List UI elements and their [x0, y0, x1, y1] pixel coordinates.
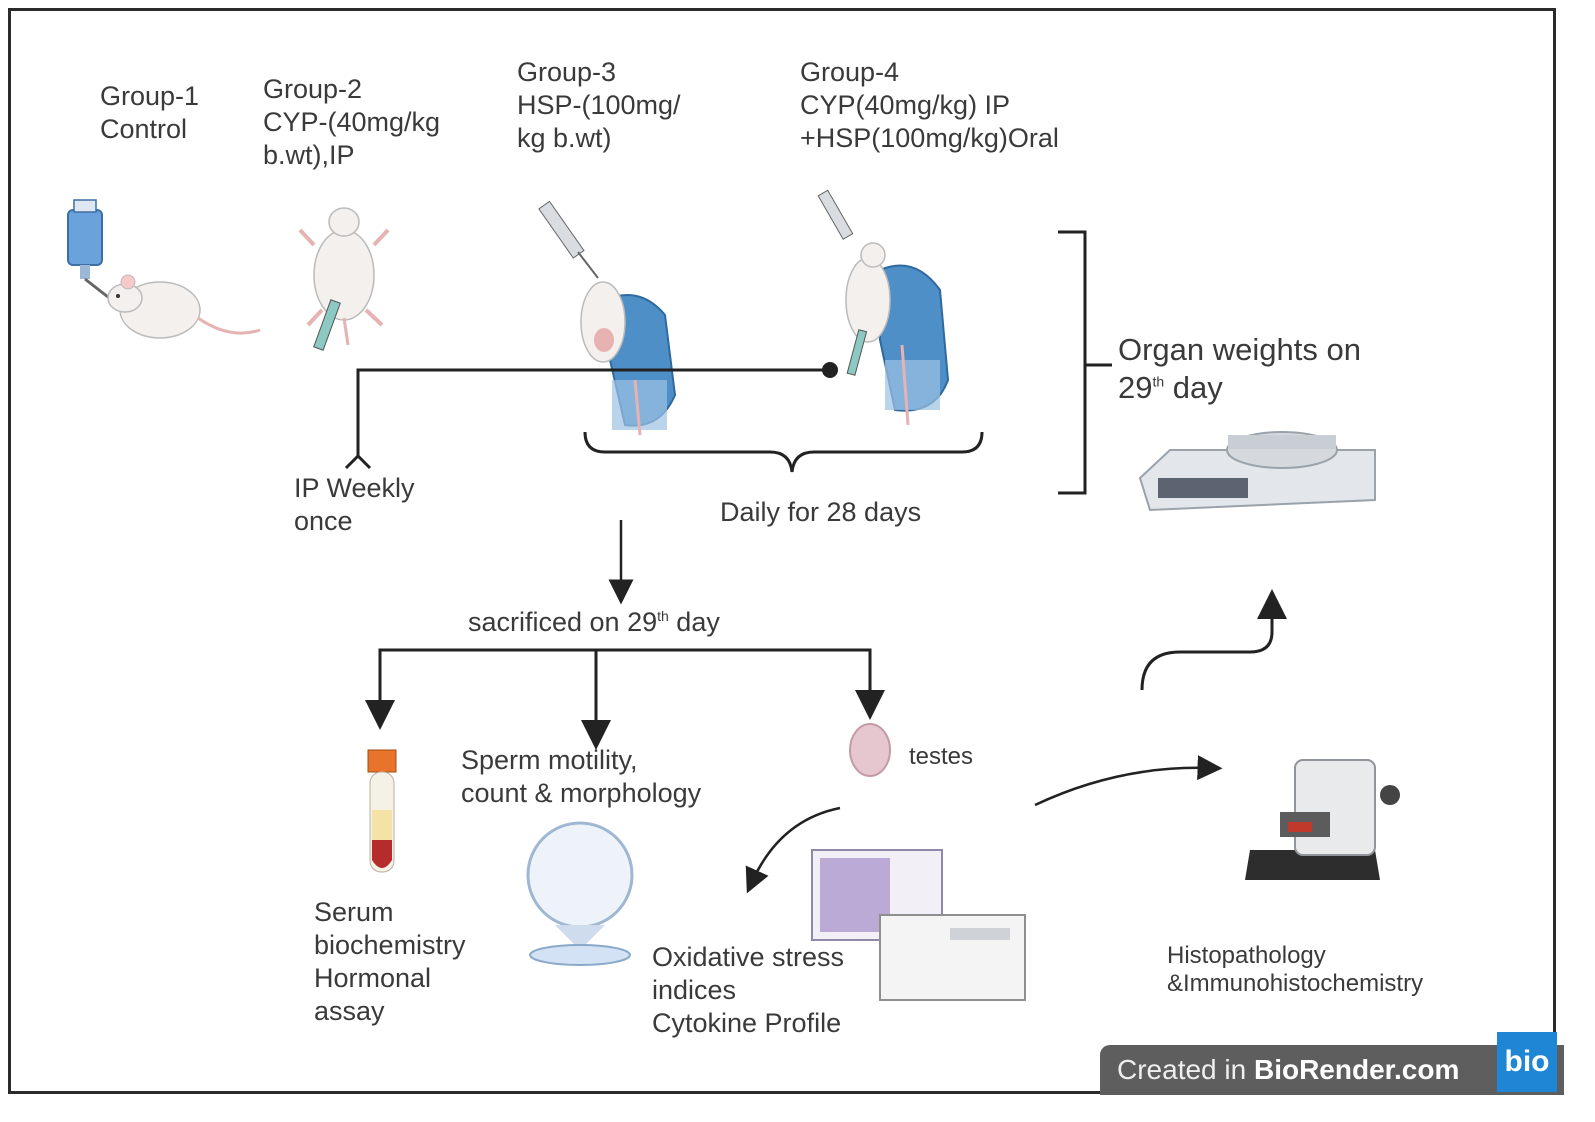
- syringe-icon: [817, 189, 854, 240]
- syringe-icon: [313, 299, 341, 351]
- oxidative-label: Oxidative stress indices Cytokine Profil…: [652, 942, 845, 1038]
- biorender-logo-icon[interactable]: bio: [1497, 1032, 1557, 1092]
- syringe-icon: [538, 200, 599, 279]
- sacrificed-label: sacrificed on 29th day: [468, 607, 720, 637]
- diagram-frame: [8, 8, 1556, 1094]
- mouse-icon: [107, 274, 261, 339]
- ip-weekly-connector: [344, 362, 838, 470]
- footer-bar: [1100, 1045, 1564, 1095]
- group-4-label: Group-4 CYP(40mg/kg) IP +HSP(100mg/kg)Or…: [800, 57, 1059, 153]
- mouse-icon: [845, 242, 910, 426]
- footer-credit[interactable]: Created in BioRender.com: [1117, 1054, 1460, 1085]
- histo-label: Histopathology &Immunohistochemistry: [1167, 942, 1424, 997]
- mouse-icon: [580, 281, 642, 436]
- water-bottle-icon: [67, 199, 109, 299]
- ip-weekly-label: IP Weekly once: [294, 473, 415, 536]
- arrow-to-histo: [1034, 755, 1223, 807]
- gloved-hand-icon: [879, 264, 950, 412]
- microtome-icon: [1245, 759, 1400, 880]
- arrow-to-oxidative: [745, 806, 841, 894]
- organ-weights-bracket: [1058, 230, 1087, 495]
- balance-icon: [1138, 431, 1376, 512]
- testis-icon: [849, 723, 891, 777]
- arrow-to-balance: [1140, 589, 1287, 691]
- sperm-label: Sperm motility, count & morphology: [461, 745, 702, 808]
- daily-brace: [583, 431, 984, 473]
- serum-label: Serum biochemistry Hormonal assay: [314, 897, 466, 1026]
- plate-reader-icon: [879, 914, 1026, 1001]
- petri-dish-icon: [526, 821, 634, 966]
- group-3-label: Group-3 HSP-(100mg/ kg b.wt): [517, 57, 681, 153]
- group-1-label: Group-1 Control: [100, 81, 200, 144]
- blood-tube-icon: [367, 749, 397, 873]
- organ-weights-label: Organ weights on 29th day: [1118, 332, 1361, 405]
- testes-label: testes: [909, 743, 974, 770]
- sacrificed-branches: [365, 648, 885, 750]
- group-2-label: Group-2 CYP-(40mg/kg b.wt),IP: [263, 74, 441, 170]
- daily-label: Daily for 28 days: [720, 497, 922, 527]
- mouse-icon: [298, 207, 390, 346]
